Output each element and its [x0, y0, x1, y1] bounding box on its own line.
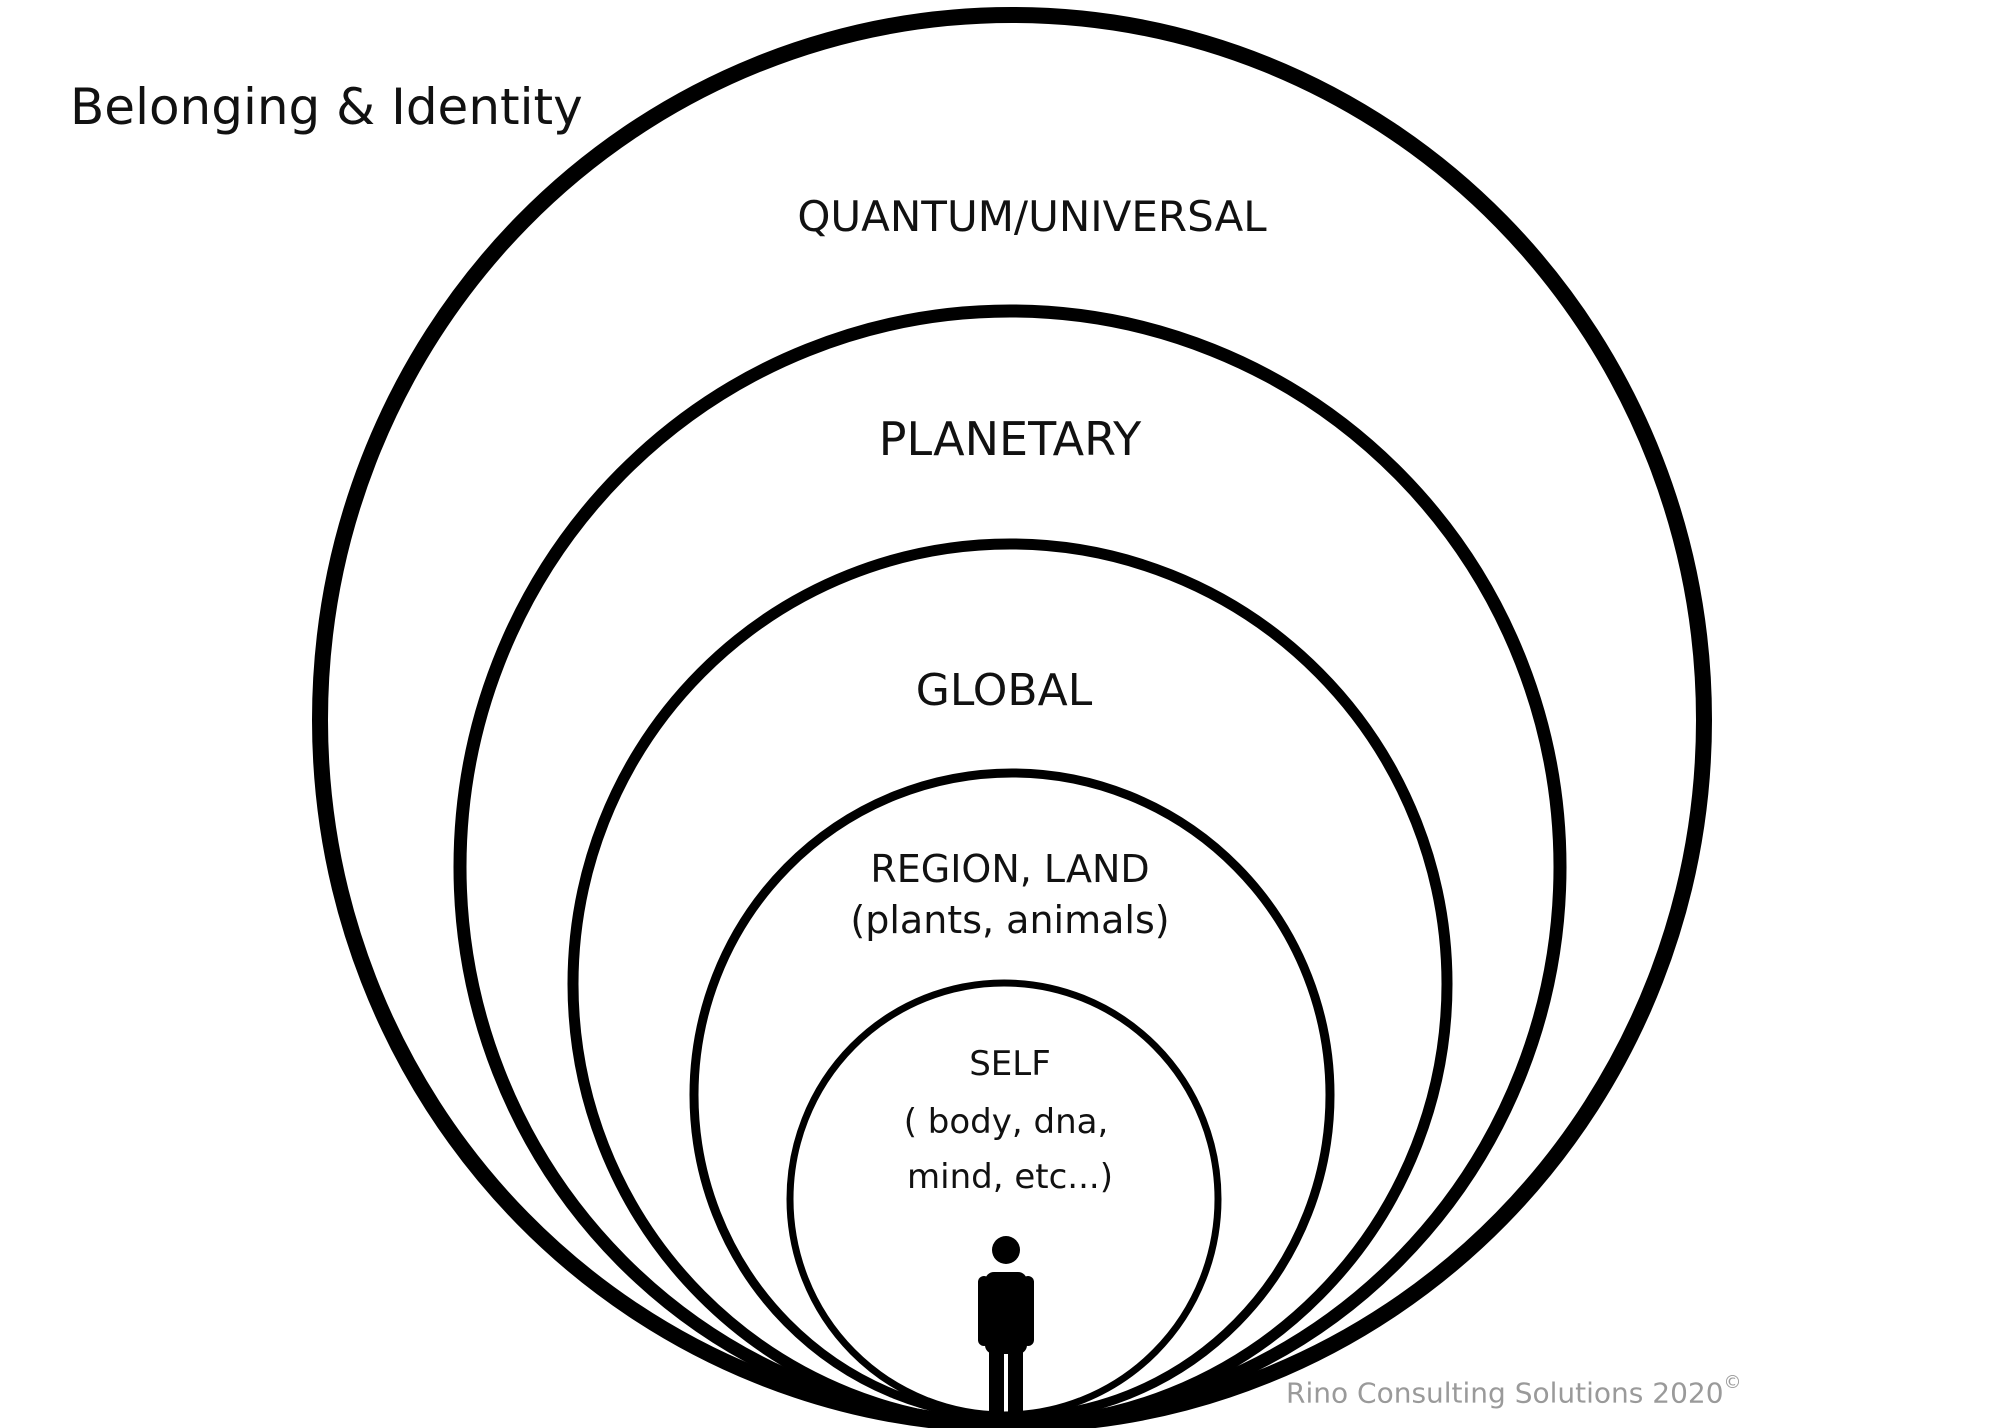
ring-global	[567, 538, 1453, 1428]
copyright-footer: Rino Consulting Solutions 2020©	[1286, 1372, 1742, 1410]
copyright-icon: ©	[1723, 1372, 1742, 1393]
layer-sublabel-self-line2: mind, etc...)	[907, 1157, 1113, 1197]
layer-label-quantum-universal: QUANTUM/UNIVERSAL	[797, 192, 1267, 241]
layer-sublabel-self-line1: ( body, dna,	[904, 1102, 1109, 1142]
footer-text: Rino Consulting Solutions 2020	[1286, 1376, 1724, 1410]
layer-label-global: GLOBAL	[916, 665, 1093, 716]
layer-label-self: SELF	[969, 1044, 1051, 1084]
layer-sublabel-region-land: (plants, animals)	[850, 898, 1169, 942]
page-title: Belonging & Identity	[70, 78, 583, 136]
layer-label-region-land: REGION, LAND	[870, 847, 1149, 891]
layer-label-planetary: PLANETARY	[879, 412, 1142, 466]
person-icon	[978, 1236, 1034, 1424]
